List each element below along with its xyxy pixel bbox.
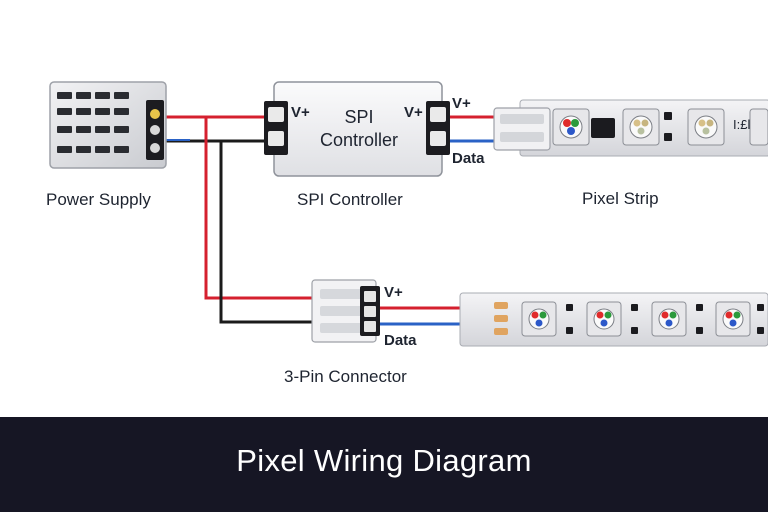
psu-vent-grid bbox=[57, 92, 129, 153]
strip-top-chip-marking: I:£l bbox=[733, 117, 751, 132]
title-banner: Pixel Wiring Diagram bbox=[0, 417, 768, 512]
strip-top-plug bbox=[493, 107, 551, 151]
wiring-diagram bbox=[49, 81, 768, 347]
strip-bottom-pads bbox=[494, 302, 508, 335]
three-pin-connector bbox=[311, 279, 380, 343]
controller-box-line1: SPI bbox=[344, 107, 374, 127]
three-pin-connector-label: 3-Pin Connector bbox=[284, 367, 407, 386]
connector-pin-vplus: V+ bbox=[384, 284, 403, 301]
spi-controller bbox=[264, 81, 450, 177]
power-supply bbox=[49, 81, 167, 169]
spi-controller-label: SPI Controller bbox=[297, 190, 403, 209]
controller-box-text: SPI Controller bbox=[300, 106, 418, 152]
strip-top-pin-data: Data bbox=[452, 150, 485, 167]
pixel-strip-label: Pixel Strip bbox=[582, 189, 659, 208]
controller-left-terminal bbox=[264, 101, 288, 155]
psu-terminal-block bbox=[146, 100, 164, 160]
controller-right-terminal bbox=[426, 101, 450, 155]
controller-pin-left-vplus: V+ bbox=[291, 104, 310, 121]
connector-pin-data: Data bbox=[384, 332, 417, 349]
pixel-strip-top bbox=[493, 99, 768, 157]
wires bbox=[163, 115, 496, 326]
strip-bottom-pixels bbox=[521, 301, 764, 337]
strip-top-pin-vplus: V+ bbox=[452, 95, 471, 112]
wire-branch-gnd bbox=[219, 141, 316, 324]
pixel-strip-bottom bbox=[459, 292, 768, 347]
controller-pin-right-vplus: V+ bbox=[404, 104, 423, 121]
diagram-title: Pixel Wiring Diagram bbox=[236, 443, 532, 478]
connector-terminal bbox=[360, 286, 380, 336]
power-supply-label: Power Supply bbox=[46, 190, 151, 209]
strip-top-pixels bbox=[552, 108, 768, 146]
wire-branch-vplus bbox=[204, 117, 316, 300]
controller-box-line2: Controller bbox=[319, 130, 399, 150]
